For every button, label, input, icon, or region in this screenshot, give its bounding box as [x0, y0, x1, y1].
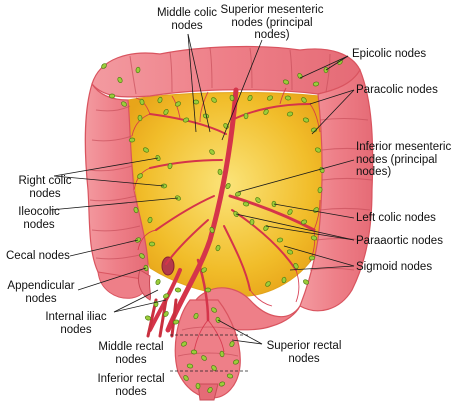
lymph-node — [128, 137, 136, 143]
lymph-node — [226, 373, 234, 379]
lymph-node — [211, 97, 217, 103]
lymph-node — [310, 235, 318, 241]
lymph-node — [218, 381, 226, 387]
lymph-node — [286, 249, 294, 255]
lymph-node — [163, 311, 169, 317]
lymph-node — [211, 307, 217, 313]
lymph-node — [247, 94, 253, 102]
lymph-node — [209, 149, 215, 155]
lymph-node — [207, 387, 213, 393]
lymph-node — [163, 109, 169, 115]
lymph-node — [209, 226, 215, 234]
lymph-node — [181, 341, 187, 347]
lymph-node — [139, 98, 145, 106]
lymph-node — [143, 147, 149, 153]
lymph-node — [167, 162, 173, 170]
lymph-node — [300, 219, 308, 225]
ileum-opening — [161, 256, 175, 276]
lymph-node — [323, 66, 329, 74]
lymph-node — [101, 63, 107, 69]
lymph-node — [225, 183, 231, 189]
lymph-node — [263, 225, 269, 231]
lymph-node — [157, 96, 163, 104]
lymph-node — [263, 109, 269, 115]
lymph-node — [133, 206, 139, 214]
lymph-node — [255, 197, 261, 203]
lymph-node — [308, 255, 316, 261]
lymph-node — [135, 66, 141, 74]
lymph-node — [204, 287, 212, 293]
lymph-node — [315, 147, 321, 153]
lymph-node — [301, 97, 307, 103]
lymph-node — [193, 312, 199, 320]
lymph-node — [137, 173, 143, 179]
lymph-node — [284, 95, 292, 101]
lymph-node — [155, 278, 161, 286]
lymph-node — [286, 111, 294, 117]
lymph-node — [201, 355, 207, 361]
lymph-node — [144, 315, 152, 321]
lymph-node — [282, 79, 290, 85]
lymph-node — [147, 216, 153, 224]
lymph-node — [174, 287, 182, 293]
lymph-node — [243, 112, 249, 120]
lymph-node — [175, 101, 181, 107]
lymph-node — [186, 363, 194, 369]
lymph-node — [201, 267, 207, 273]
lymph-node — [249, 218, 255, 226]
lymph-node — [242, 201, 250, 207]
lymph-node — [215, 244, 221, 252]
lymph-node — [137, 114, 143, 122]
leader-lines — [49, 33, 355, 345]
lymph-node — [190, 349, 198, 355]
lymph-node — [211, 365, 217, 371]
lymph-node — [117, 77, 123, 83]
lymph-node — [281, 276, 287, 284]
lymph-node — [182, 117, 190, 123]
appendix — [137, 269, 152, 301]
lymph-node — [229, 340, 235, 348]
lymph-node — [139, 253, 145, 259]
lymph-node — [163, 293, 169, 299]
lymph-node — [293, 263, 299, 269]
lymph-node — [108, 93, 116, 99]
lymph-node — [121, 101, 127, 107]
lymph-node — [217, 168, 223, 176]
lymph-node — [195, 382, 201, 390]
lymph-node — [232, 359, 240, 365]
lymph-node — [265, 281, 271, 287]
lymph-node — [317, 186, 323, 194]
lymph-node — [303, 279, 309, 285]
lymph-node — [312, 81, 320, 87]
lymph-node — [229, 94, 235, 102]
lymph-node — [234, 191, 242, 197]
lymph-node — [183, 375, 189, 381]
lymph-node — [172, 319, 180, 325]
lymph-node — [302, 117, 310, 123]
lymph-nodes — [101, 59, 343, 393]
lymph-node — [276, 237, 284, 243]
lymph-node — [287, 209, 293, 215]
lymph-node — [148, 241, 156, 247]
lymph-node — [219, 350, 225, 358]
haustra — [89, 47, 373, 357]
lymph-node — [266, 95, 274, 101]
